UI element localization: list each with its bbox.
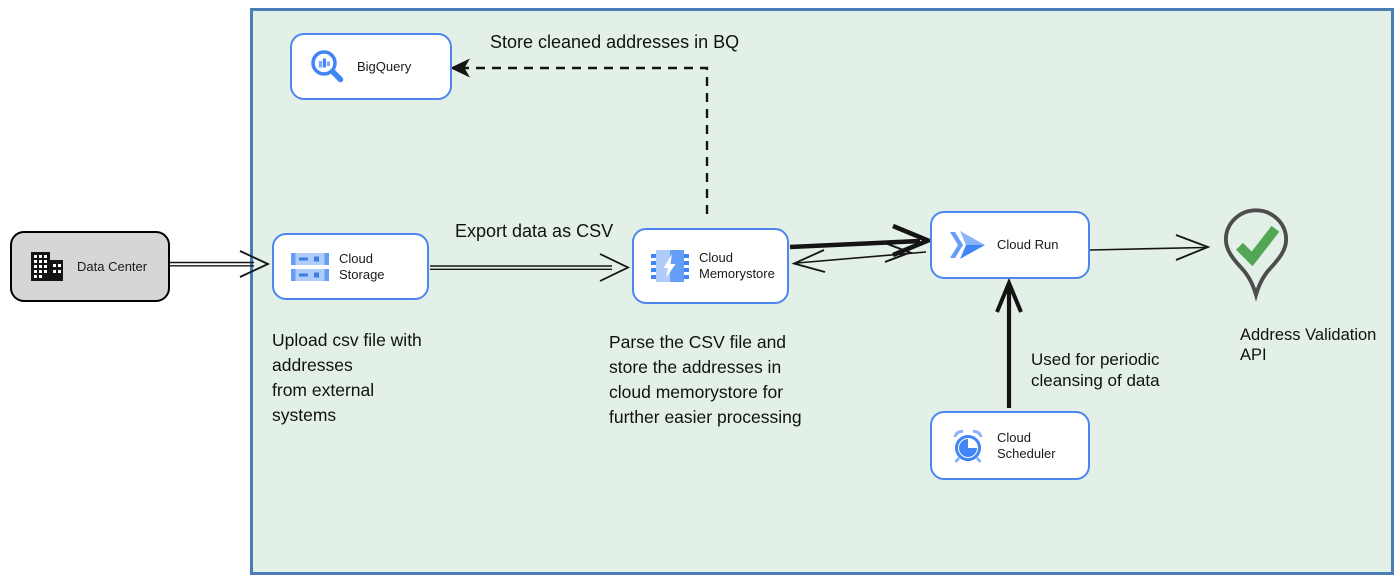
note-upload-csv: Upload csv file with addresses from exte… [272,330,422,425]
storage-buckets-icon [289,250,331,284]
node-cloud-run[interactable]: Cloud Run [930,211,1090,279]
bigquery-search-icon [307,48,349,86]
memorystore-chip-icon [649,247,691,285]
node-data-center[interactable]: Data Center [10,231,170,302]
building-icon [27,251,69,283]
alarm-clock-icon [947,428,989,464]
node-label: BigQuery [357,58,412,74]
label-store-cleaned-addresses: Store cleaned addresses in BQ [490,32,740,52]
node-address-validation-api[interactable] [1222,207,1290,305]
node-label: Cloud Memorystore [699,250,775,281]
node-cloud-memorystore[interactable]: Cloud Memorystore [632,228,789,304]
location-pin-check-icon [1222,208,1290,309]
node-cloud-scheduler[interactable]: Cloud Scheduler [930,411,1090,480]
gcp-boundary-container [250,8,1394,575]
node-bigquery[interactable]: BigQuery [290,33,452,100]
node-cloud-storage[interactable]: Cloud Storage [272,233,429,300]
node-label: Cloud Run [997,237,1059,252]
label-export-data-csv: Export data as CSV [455,221,614,241]
node-label: Data Center [77,258,148,274]
cloud-run-chevrons-icon [947,229,989,261]
note-parse-csv: Parse the CSV file and store the address… [609,332,802,427]
node-label: Cloud Scheduler [997,429,1056,461]
label-periodic-cleansing: Used for periodic cleansing of data [1031,350,1160,390]
address-validation-api-label: Address Validation API [1240,326,1377,364]
node-label: Cloud Storage [339,250,385,282]
